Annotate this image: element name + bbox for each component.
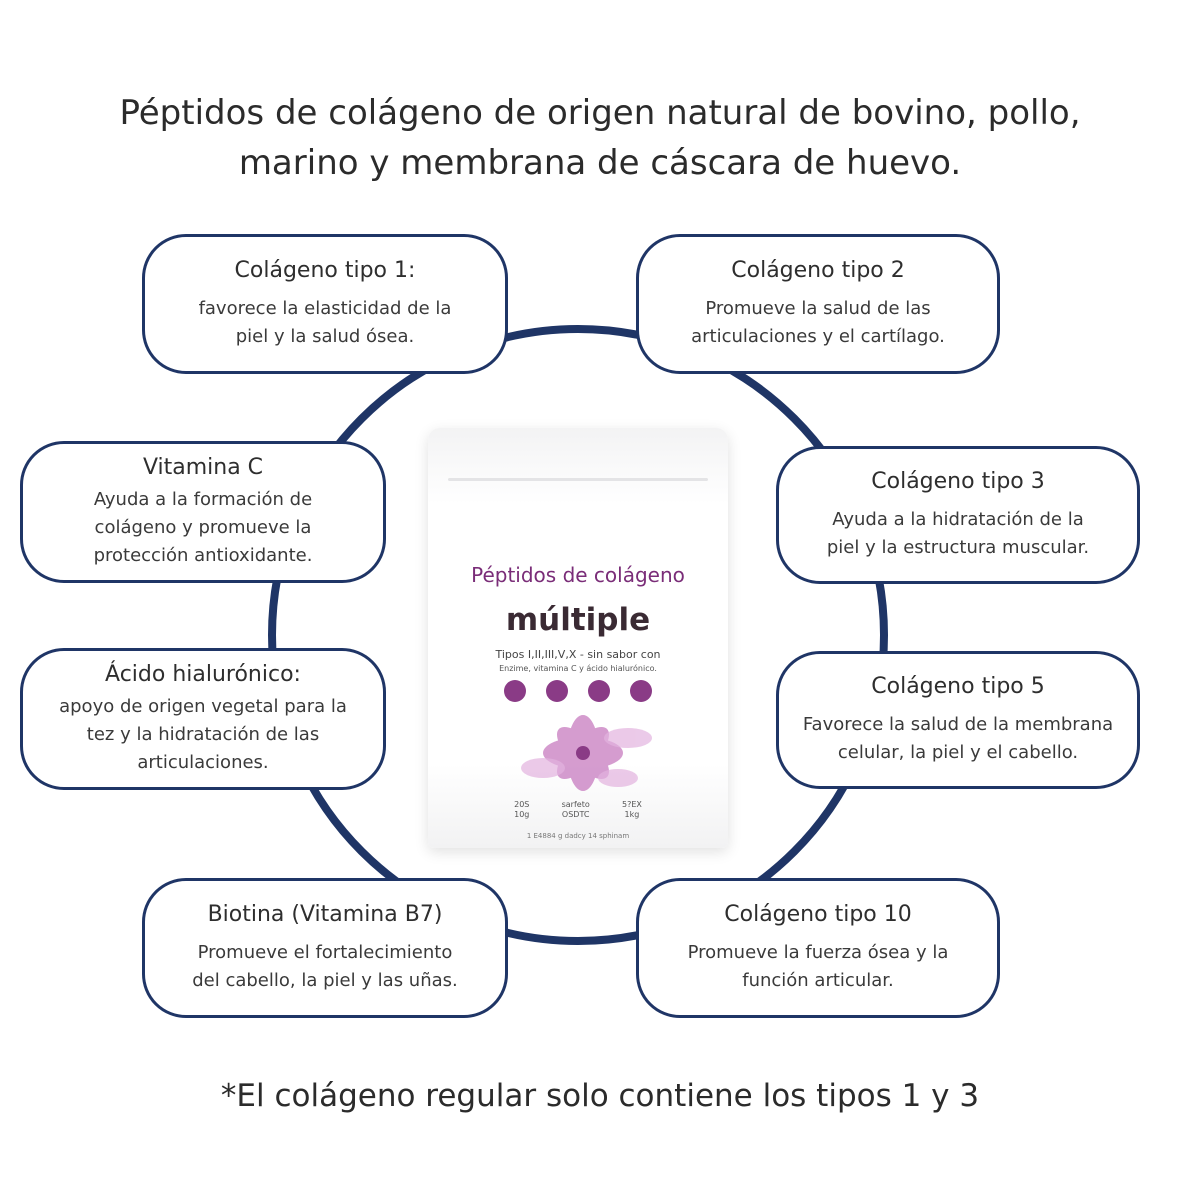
nutrition-item: sarfeto OSDTC — [561, 800, 590, 819]
product-icons — [428, 680, 728, 702]
box-description: favorece la elasticidad de la piel y la … — [198, 298, 452, 347]
hand-icon — [588, 680, 610, 702]
nutrition-row: 20S 10g sarfeto OSDTC 5?EX 1kg — [428, 800, 728, 820]
flower-illustration — [521, 715, 652, 791]
pouch-zip-seal — [448, 478, 708, 481]
title-line-1: Péptidos de colágeno de origen natural d… — [119, 93, 1081, 133]
box-heading: Colágeno tipo 3 — [871, 469, 1045, 494]
nutrition-item: 5?EX 1kg — [621, 800, 642, 819]
box-colageno-tipo-5: Colágeno tipo 5 Favorece la salud de la … — [776, 651, 1140, 789]
box-biotina: Biotina (Vitamina B7) Promueve el fortal… — [142, 878, 508, 1018]
box-heading: Ácido hialurónico: — [105, 662, 301, 687]
box-colageno-tipo-1: Colágeno tipo 1: favorece la elasticidad… — [142, 234, 508, 374]
title-line-2: marino y membrana de cáscara de huevo. — [238, 143, 962, 183]
box-colageno-tipo-10: Colágeno tipo 10 Promueve la fuerza ósea… — [636, 878, 1000, 1018]
box-description: Ayuda a la hidratación de la piel y la e… — [826, 509, 1090, 558]
box-description: apoyo de origen vegetal para la tez y la… — [59, 696, 347, 773]
connector-ring — [268, 325, 888, 945]
product-subtitle: Tipos I,II,III,V,X - sin sabor con — [495, 648, 661, 661]
box-description: Promueve la fuerza ósea y la función art… — [687, 942, 949, 991]
box-heading: Colágeno tipo 2 — [731, 258, 905, 283]
product-name: múltiple — [505, 602, 651, 638]
box-heading: Vitamina C — [142, 455, 264, 480]
box-description: Promueve el fortalecimiento del cabello,… — [192, 942, 458, 991]
box-acido-hialuronico: Ácido hialurónico: apoyo de origen veget… — [20, 648, 386, 790]
box-heading: Colágeno tipo 1: — [234, 258, 416, 283]
box-vitamina-c: Vitamina C Ayuda a la formación de colág… — [20, 441, 386, 583]
skin-icon — [504, 680, 526, 702]
box-colageno-tipo-2: Colágeno tipo 2 Promueve la salud de las… — [636, 234, 1000, 374]
product-pouch: Péptidos de colágeno múltiple Tipos I,II… — [428, 428, 728, 848]
page-title: Péptidos de colágeno de origen natural d… — [40, 88, 1160, 188]
cells-icon — [630, 680, 652, 702]
box-description: Favorece la salud de la membrana celular… — [802, 714, 1114, 763]
fine-print: 1 E4884 g dadcy 14 sphinam — [526, 832, 630, 840]
box-heading: Colágeno tipo 10 — [724, 902, 912, 927]
box-description: Promueve la salud de las articulaciones … — [691, 298, 945, 347]
box-description: Ayuda a la formación de colágeno y promu… — [93, 489, 313, 566]
box-heading: Biotina (Vitamina B7) — [207, 902, 443, 927]
nutrition-item: 20S 10g — [514, 800, 530, 819]
molecule-icon — [546, 680, 568, 702]
product-subtitle-2: Enzime, vitamina C y ácido hialurónico. — [499, 664, 657, 673]
footnote: *El colágeno regular solo contiene los t… — [220, 1078, 980, 1114]
box-heading: Colágeno tipo 5 — [871, 674, 1045, 699]
box-colageno-tipo-3: Colágeno tipo 3 Ayuda a la hidratación d… — [776, 446, 1140, 584]
product-title: Péptidos de colágeno — [471, 563, 685, 587]
